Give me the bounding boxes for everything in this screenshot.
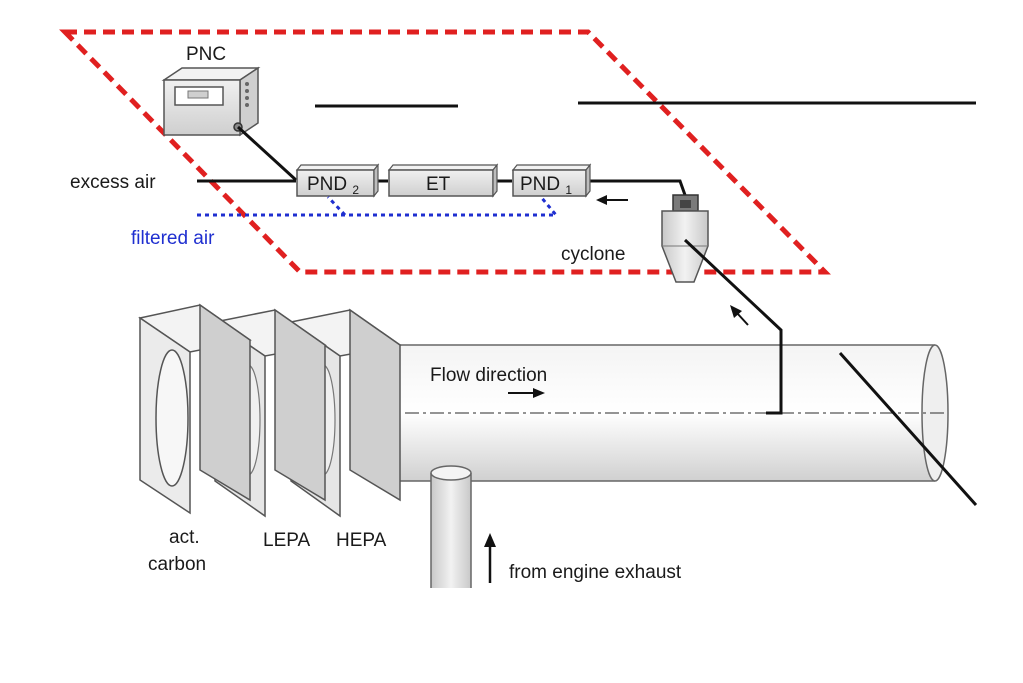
pnd2-label-main: PND [307, 174, 347, 195]
sample-line-pnd1-cyclone [590, 179, 687, 196]
sampling-probe-line [683, 238, 783, 415]
pnd1-box [511, 163, 592, 198]
filtered-air-branch [326, 195, 347, 217]
cyclone-separator-icon [661, 194, 709, 283]
hepa-label: HEPA [336, 530, 387, 551]
flow-direction-arrow-icon [508, 388, 545, 398]
engine-exhaust-inlet-pipe [430, 465, 472, 588]
engine-exhaust-arrow-icon [484, 533, 496, 583]
probe-flow-arrow-icon [730, 305, 749, 326]
particle-number-counter-icon [161, 66, 261, 137]
pnd1-label: PND 1 [520, 174, 572, 197]
pnc-label: PNC [186, 44, 226, 65]
pnc-connection-line [236, 125, 298, 182]
pnd2-label-subscript: 2 [352, 183, 359, 197]
filtered-air-label: filtered air [131, 228, 215, 249]
pnd2-box [295, 163, 380, 198]
diagonal-line [838, 351, 978, 507]
pnd2-label: PND 2 [307, 174, 359, 197]
cyclone-label: cyclone [561, 244, 625, 265]
pnd1-label-main: PND [520, 174, 560, 195]
pnd1-label-subscript: 1 [565, 183, 572, 197]
activated-carbon-filter [138, 303, 252, 515]
from-engine-exhaust-label: from engine exhaust [509, 562, 682, 583]
filtered-air-line [197, 196, 560, 217]
flow-direction-label: Flow direction [430, 365, 547, 386]
et-box [387, 163, 499, 198]
act-carbon-label-line1: act. [169, 527, 200, 548]
lepa-label: LEPA [263, 530, 311, 551]
et-label: ET [426, 174, 451, 195]
sample-flow-arrow-icon [596, 195, 628, 205]
excess-air-label: excess air [70, 172, 156, 193]
exhaust-pipe [390, 344, 949, 482]
filter-housing-icon [138, 303, 402, 518]
measurement-boundary [59, 29, 831, 275]
act-carbon-label-line2: carbon [148, 554, 206, 575]
